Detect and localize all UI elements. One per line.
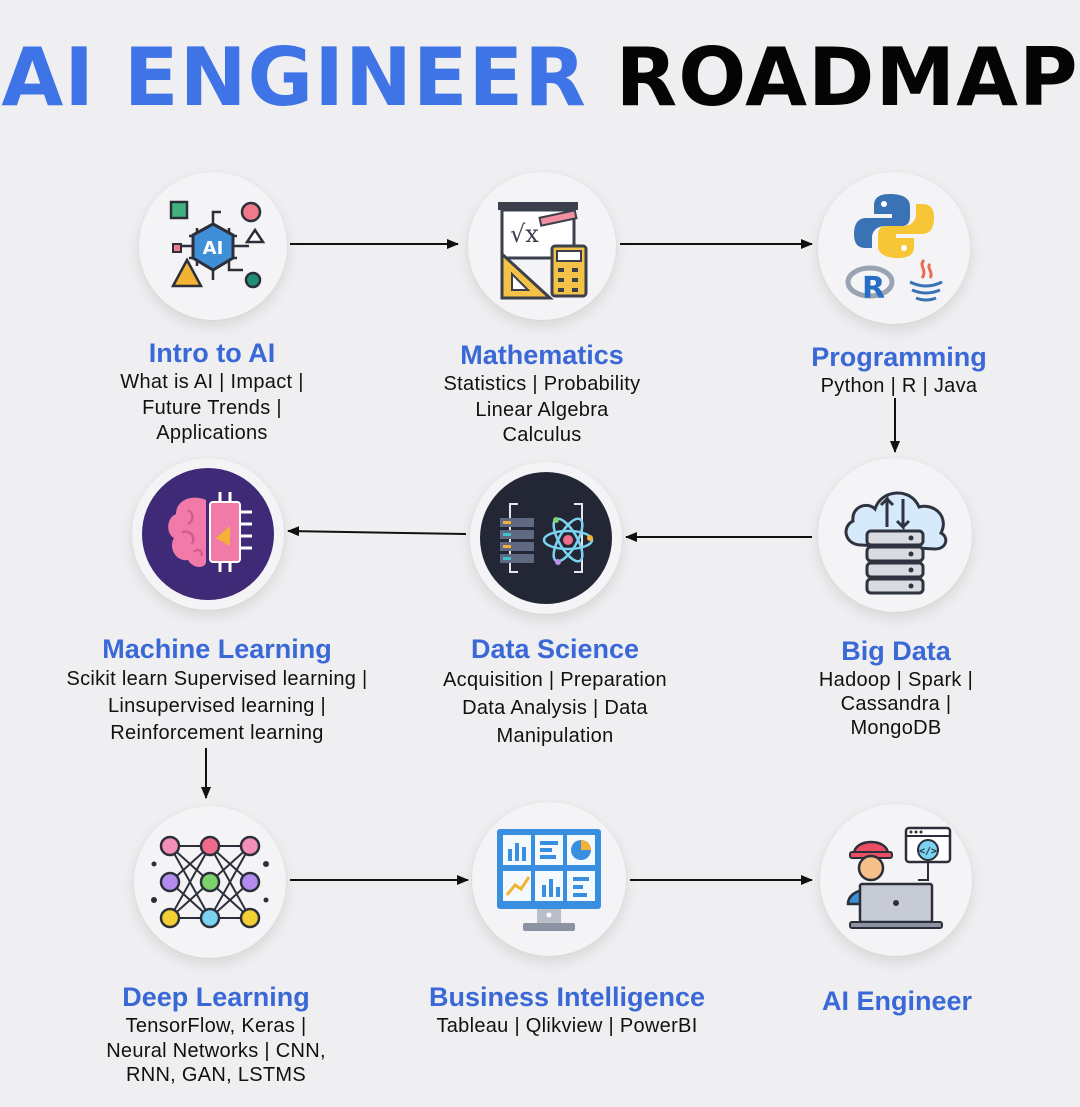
- svg-text:R: R: [862, 271, 885, 306]
- node-title: AI Engineer: [821, 986, 973, 1016]
- node-label-business-intelligence: Business Intelligence Tableau | Qlikview…: [429, 980, 705, 1040]
- page-title: AI ENGINEER ROADMAP: [0, 30, 1080, 126]
- node-description: Tableau | Qlikview | PowerBI: [436, 1015, 698, 1037]
- node-title: Big Data: [841, 636, 951, 666]
- node-title: Mathematics: [460, 340, 624, 370]
- node-deep-learning: [134, 806, 286, 958]
- svg-text:</>: </>: [919, 846, 937, 857]
- node-label-big-data: Big Data Hadoop | Spark | Cassandra | Mo…: [819, 634, 973, 740]
- brain-chip-icon: [142, 468, 274, 600]
- node-title: Data Science: [470, 634, 640, 664]
- node-title: Intro to AI: [148, 338, 276, 368]
- node-label-programming: Programming Python | R | Java: [811, 340, 987, 400]
- node-label-intro-to-ai: Intro to AI What is AI | Impact | Future…: [120, 336, 303, 447]
- node-description: Hadoop | Spark | Cassandra | MongoDB: [818, 669, 974, 739]
- node-title: Programming: [811, 342, 987, 372]
- node-label-data-science: Data Science Acquisition | Preparation D…: [443, 632, 667, 750]
- node-machine-learning: [132, 458, 284, 610]
- node-label-mathematics: Mathematics Statistics | Probability Lin…: [444, 338, 641, 449]
- node-label-machine-learning: Machine Learning Scikit learn Supervised…: [66, 632, 367, 747]
- title-rest: ROADMAP: [615, 31, 1079, 124]
- node-mathematics: √x: [468, 172, 616, 320]
- cloud-database-icon: [844, 491, 948, 595]
- node-intro-to-ai: AI: [139, 172, 287, 320]
- server-atom-icon: [480, 472, 612, 604]
- node-programming: R: [818, 172, 970, 324]
- svg-text:AI: AI: [203, 238, 224, 259]
- engineer-laptop-icon: </>: [846, 826, 952, 929]
- dashboard-monitor-icon: [497, 829, 601, 931]
- title-highlight: AI ENGINEER: [1, 31, 587, 124]
- node-description: Python | R | Java: [820, 375, 978, 397]
- node-title: Machine Learning: [102, 634, 332, 664]
- arrow-datascience-to-ml: [287, 526, 467, 537]
- node-description: Scikit learn Supervised learning | Linsu…: [66, 668, 368, 744]
- svg-text:√x: √x: [510, 220, 539, 248]
- node-title: Deep Learning: [122, 982, 310, 1012]
- programming-languages-icon: R: [845, 194, 943, 306]
- node-description: Statistics | Probability Linear Algebra …: [443, 373, 641, 446]
- node-description: Acquisition | Preparation Data Analysis …: [443, 669, 667, 747]
- node-data-science: [470, 462, 622, 614]
- neural-network-icon: [151, 835, 269, 929]
- node-description: What is AI | Impact | Future Trends | Ap…: [120, 371, 304, 444]
- node-business-intelligence: [472, 802, 626, 956]
- node-title: Business Intelligence: [428, 982, 706, 1012]
- math-board-icon: √x: [498, 202, 588, 300]
- ai-circuit-icon: AI: [169, 200, 266, 289]
- node-label-deep-learning: Deep Learning TensorFlow, Keras | Neural…: [106, 980, 326, 1088]
- node-big-data: [818, 458, 972, 612]
- node-ai-engineer: </>: [820, 804, 972, 956]
- node-description: TensorFlow, Keras | Neural Networks | CN…: [106, 1015, 326, 1086]
- node-label-ai-engineer: AI Engineer: [822, 984, 972, 1018]
